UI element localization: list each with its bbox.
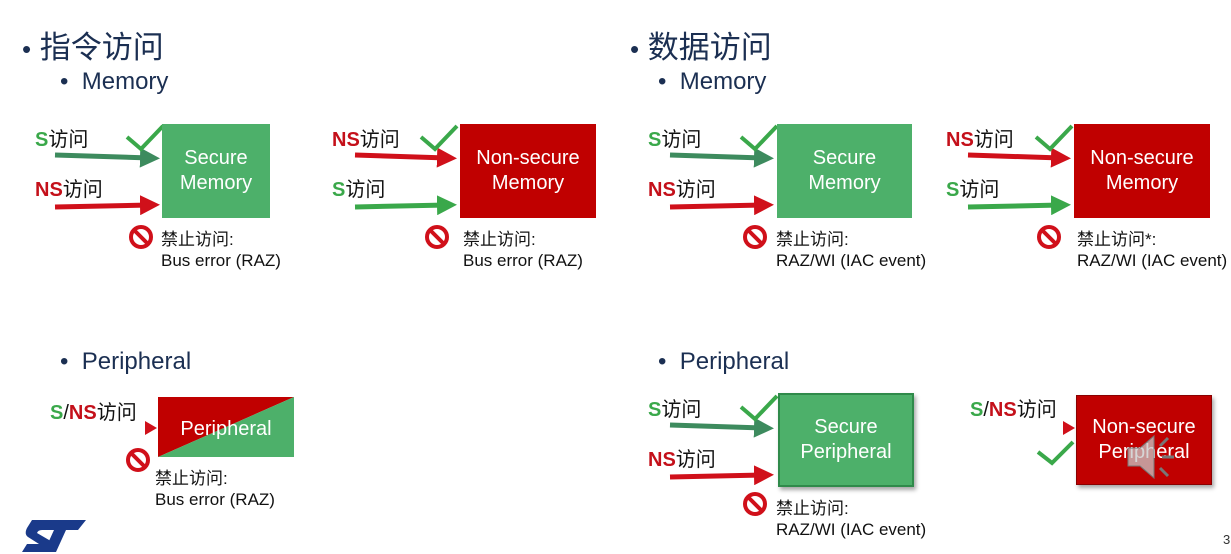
check-icon (739, 394, 779, 422)
no-entry-icon (425, 225, 449, 249)
label-s-access: S访问 (648, 129, 702, 151)
check-icon (1034, 124, 1074, 152)
arrow-s-to-nonsecure (354, 195, 457, 216)
label-ns-access: NS访问 (946, 129, 1014, 151)
arrow-ns-to-secure-peripheral (669, 465, 774, 486)
deny-text: 禁止访问:Bus error (RAZ) (463, 230, 583, 270)
peripheral-box: Peripheral (158, 397, 294, 457)
arrow-ns-to-nonsecure (967, 147, 1071, 168)
no-entry-icon (126, 448, 150, 472)
no-entry-icon (129, 225, 153, 249)
deny-text: 禁止访问:RAZ/WI (IAC event) (776, 230, 927, 270)
deny-text: 禁止访问:Bus error (RAZ) (161, 230, 281, 270)
label-ns-access: NS访问 (35, 179, 103, 201)
st-logo (22, 520, 86, 552)
label-ns-access: NS访问 (332, 129, 400, 151)
label-s-ns-access: S/NS访问 (970, 399, 1057, 421)
speaker-icon[interactable] (1122, 428, 1178, 488)
check-icon (739, 124, 779, 152)
page-number: 3 (1223, 532, 1231, 547)
instruction-peripheral-subheading: • Peripheral (60, 348, 192, 375)
deny-text: 禁止访问*:RAZ/WI (IAC event) (1077, 230, 1228, 270)
check-icon (1036, 440, 1075, 466)
arrow-ns-to-secure (669, 195, 774, 216)
data-peripheral-subheading: • Peripheral (658, 348, 790, 375)
arrow-ns-to-nonsecure (354, 147, 457, 168)
no-entry-icon (743, 225, 767, 249)
no-entry-icon (1037, 225, 1061, 249)
instruction-access-heading: • 指令访问 (22, 30, 164, 65)
label-s-access: S访问 (648, 399, 702, 421)
deny-text: 禁止访问:Bus error (RAZ) (155, 469, 275, 509)
no-entry-icon (743, 492, 767, 516)
arrow-ns-to-secure (54, 195, 160, 216)
arrow-s-to-secure (54, 147, 160, 168)
check-icon (419, 124, 459, 152)
label-ns-access: NS访问 (648, 179, 716, 201)
check-icon (125, 124, 165, 152)
instruction-memory-subheading: • Memory (60, 68, 169, 95)
deny-text: 禁止访问:RAZ/WI (IAC event) (776, 499, 927, 539)
arrow-s-to-secure-peripheral (669, 417, 774, 438)
label-s-access: S访问 (332, 179, 386, 201)
peripheral-box-label: Peripheral (180, 418, 271, 440)
label-s-ns-access: S/NS访问 (50, 402, 137, 424)
arrow-s-to-secure (669, 147, 774, 168)
label-ns-access: NS访问 (648, 449, 716, 471)
data-access-heading: • 数据访问 (630, 30, 772, 65)
data-memory-subheading: • Memory (658, 68, 767, 95)
deny-text-clip: 禁止访问*:RAZ/WI (IAC event) (1077, 229, 1231, 277)
arrow-s-to-nonsecure (967, 195, 1071, 216)
label-s-access: S访问 (35, 129, 89, 151)
label-s-access: S访问 (946, 179, 1000, 201)
